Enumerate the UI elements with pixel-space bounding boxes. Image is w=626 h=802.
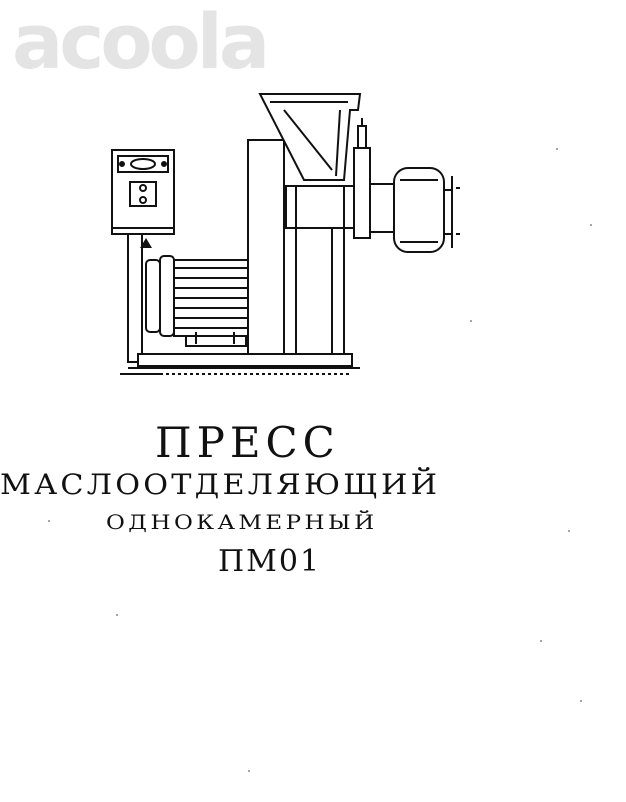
title-line-press: ПРЕСС xyxy=(155,418,340,467)
scan-speck xyxy=(116,614,118,616)
title-line-oil-separating: МАСЛООТДЕЛЯЮЩИЙ xyxy=(0,468,441,501)
warning-triangle-icon xyxy=(140,238,152,248)
scan-speck xyxy=(590,224,592,226)
scan-speck xyxy=(580,700,582,702)
screw-barrel xyxy=(285,118,395,239)
electric-motor xyxy=(145,255,263,347)
drive-pulley xyxy=(393,167,460,253)
title-line-single-chamber: ОДНОКАМЕРНЫЙ xyxy=(106,510,378,534)
watermark-logo: acoola xyxy=(12,0,270,86)
scan-speck xyxy=(556,148,558,150)
scan-speck xyxy=(48,520,50,522)
control-cabinet xyxy=(111,149,175,235)
scan-speck xyxy=(470,320,472,322)
scan-speck xyxy=(248,770,250,772)
oil-press-machine-drawing xyxy=(111,93,460,375)
feed-hopper xyxy=(258,93,362,181)
title-line-model: ПМ01 xyxy=(218,544,322,579)
scan-speck xyxy=(540,640,542,642)
machine-base xyxy=(128,353,360,375)
scan-speck xyxy=(568,530,570,532)
